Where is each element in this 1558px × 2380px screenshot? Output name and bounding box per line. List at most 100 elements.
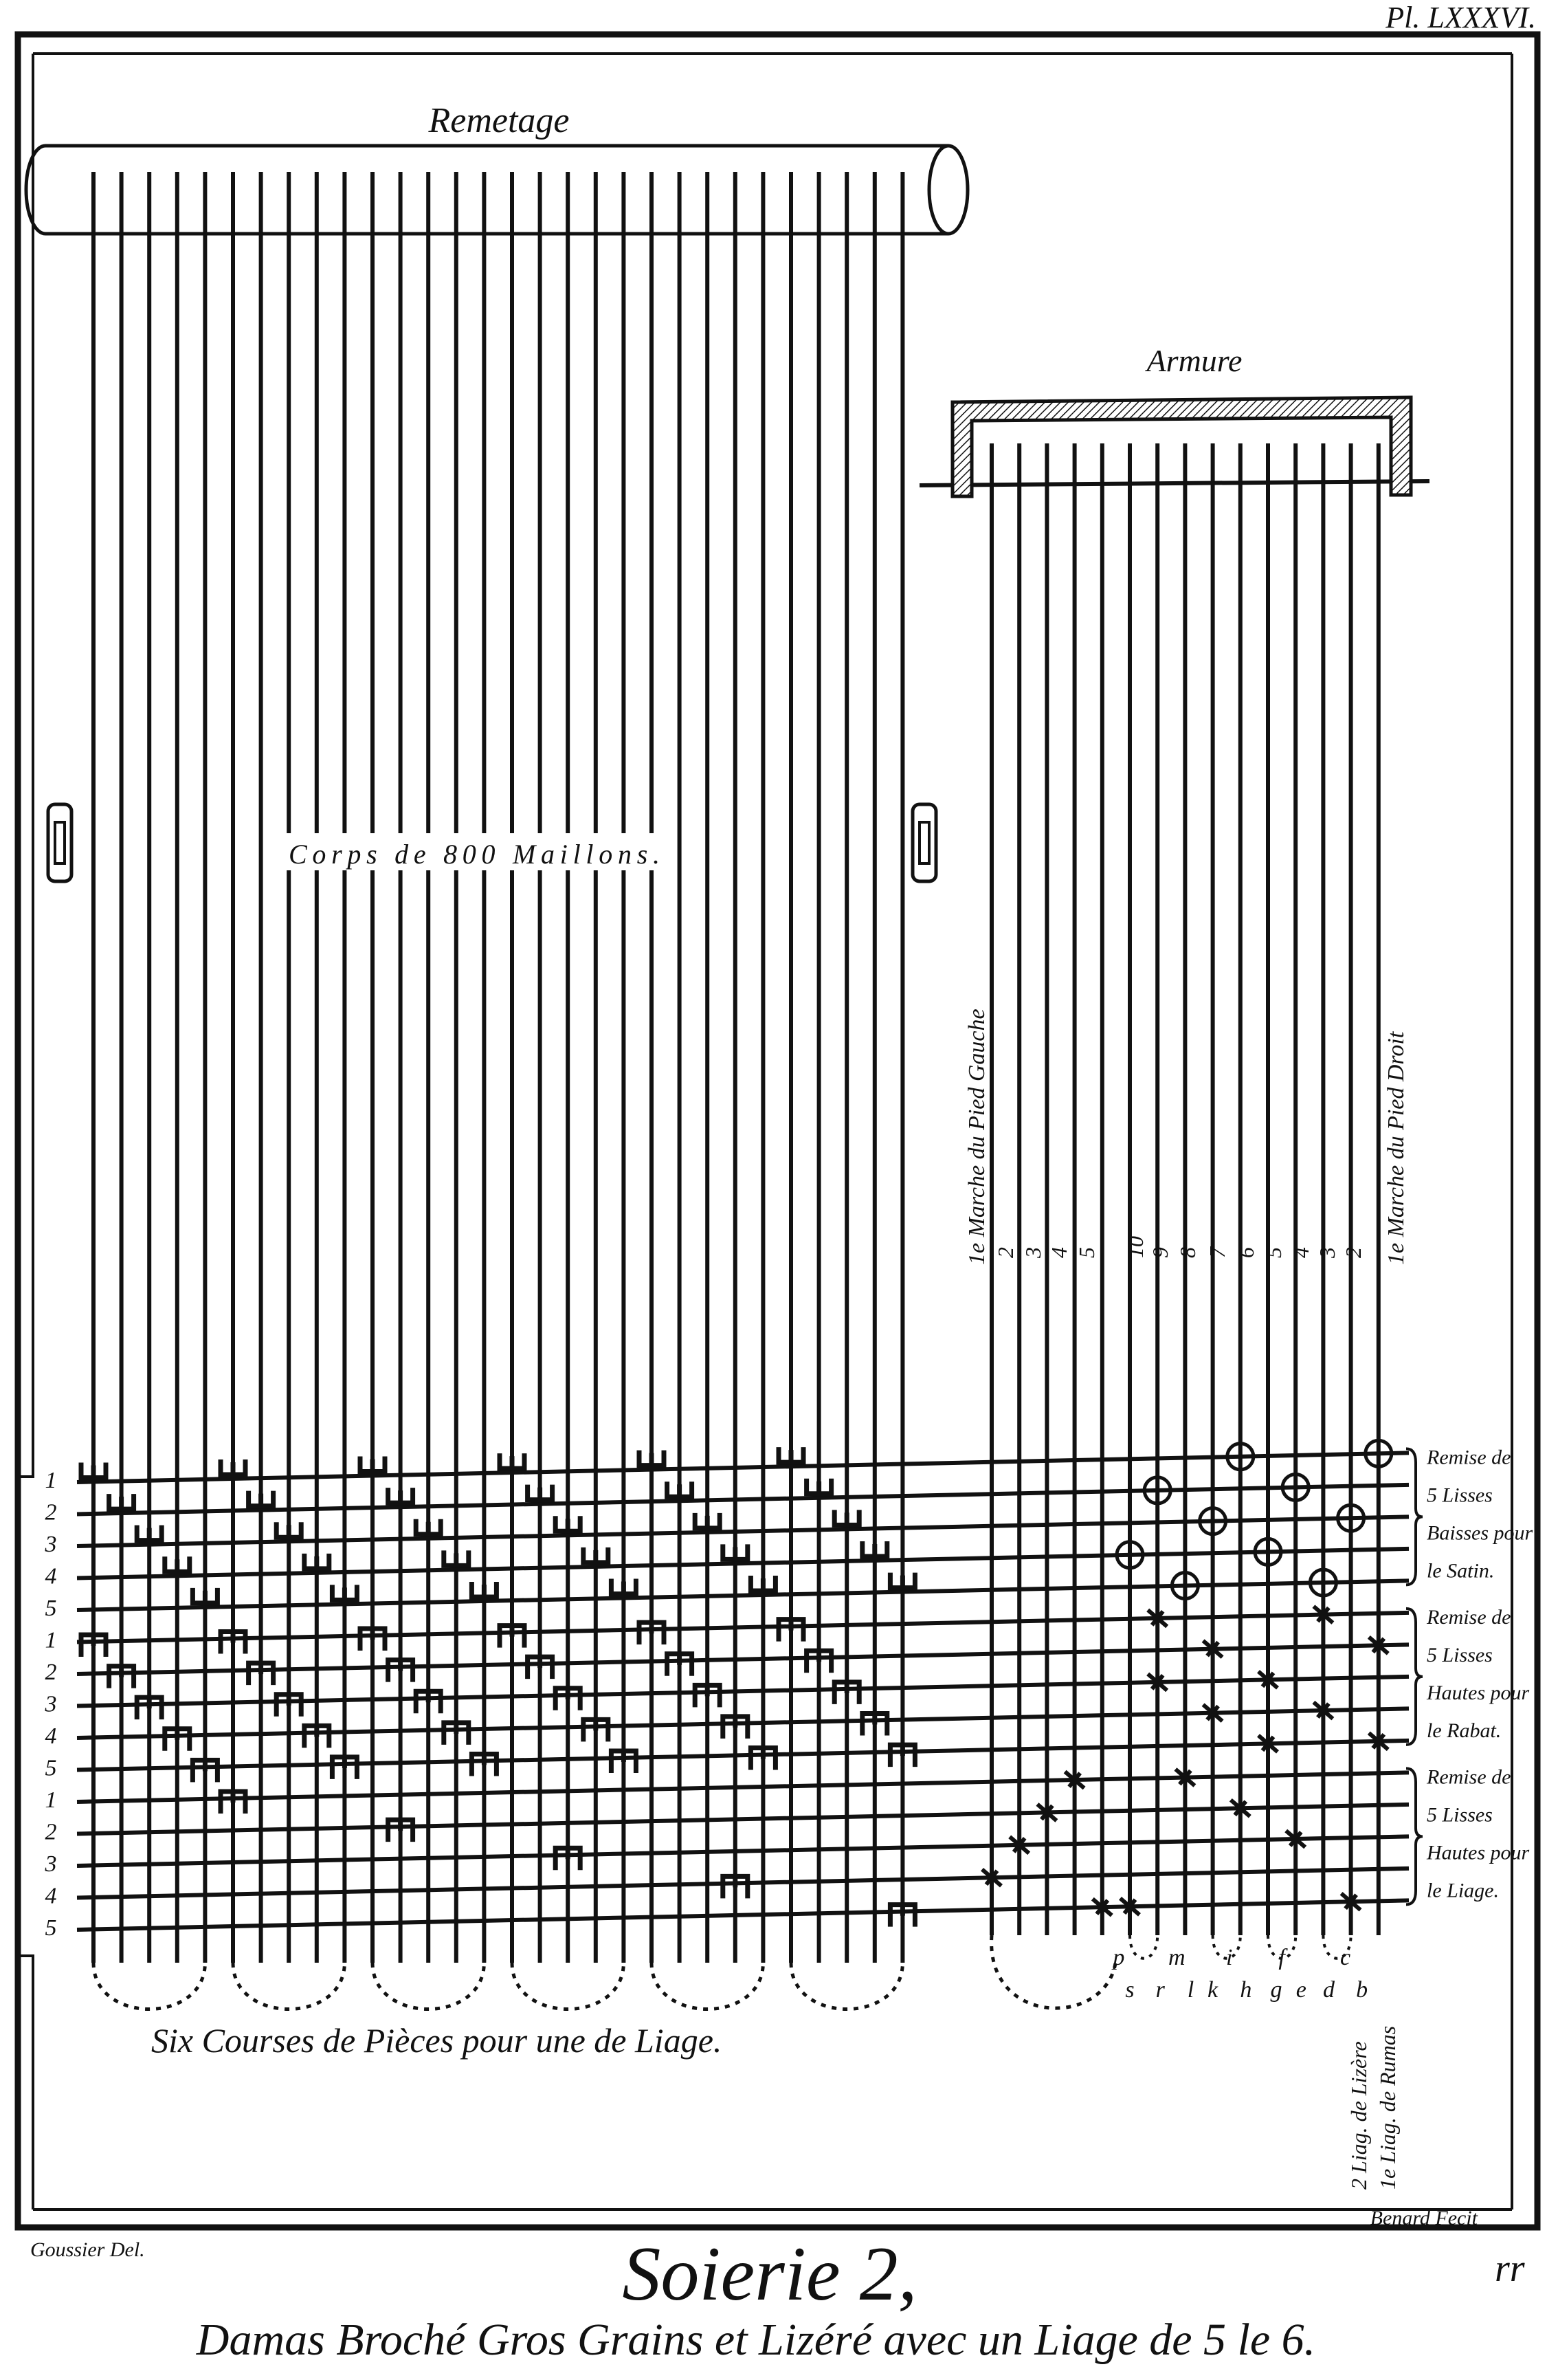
thread-letter: k bbox=[1208, 1977, 1218, 2003]
remise-label-line: Remise de bbox=[1426, 1446, 1511, 1468]
row-label: 5 bbox=[45, 1915, 57, 1941]
hook-down-mark bbox=[804, 1648, 834, 1673]
hook-up-mark bbox=[553, 1516, 583, 1534]
cross-mark bbox=[981, 1867, 1003, 1888]
weft-row bbox=[76, 1482, 1410, 1517]
hook-down-mark bbox=[692, 1682, 722, 1708]
hook-up-mark bbox=[329, 1585, 359, 1602]
satin-circle-mark bbox=[1170, 1571, 1200, 1601]
remise-label-line: Baisses pour bbox=[1427, 1521, 1533, 1544]
hook-up-mark bbox=[246, 1490, 276, 1509]
thread-letter: b bbox=[1356, 1977, 1368, 2003]
clamp-icon-left bbox=[46, 802, 74, 883]
hook-down-mark bbox=[832, 1679, 862, 1704]
clamp-icon-right bbox=[911, 802, 938, 883]
weft-row bbox=[76, 1642, 1410, 1676]
weft-row bbox=[76, 1802, 1410, 1836]
cross-mark bbox=[1174, 1767, 1197, 1787]
treadle-number: 3 bbox=[1021, 1247, 1045, 1259]
cross-mark bbox=[1312, 1605, 1335, 1624]
lizere-arc bbox=[1322, 1935, 1353, 1960]
hook-down-mark bbox=[441, 1720, 471, 1745]
satin-circle-mark bbox=[1280, 1472, 1311, 1502]
cross-mark bbox=[1257, 1734, 1279, 1754]
row-label: 1 bbox=[45, 1468, 57, 1493]
cross-mark bbox=[1063, 1770, 1086, 1790]
hook-down-mark bbox=[553, 1845, 583, 1871]
weft-row bbox=[76, 1770, 1410, 1804]
row-label: 3 bbox=[45, 1851, 57, 1877]
hook-down-mark bbox=[246, 1660, 276, 1686]
thread-letter: c bbox=[1340, 1945, 1350, 1970]
pattern-marks bbox=[78, 1438, 1394, 1927]
hook-up-mark bbox=[302, 1553, 332, 1572]
page-mark: rr bbox=[1495, 2247, 1525, 2290]
satin-circle-mark bbox=[1142, 1475, 1172, 1506]
remise-label-line: le Rabat. bbox=[1427, 1719, 1501, 1742]
hook-down-mark bbox=[581, 1717, 611, 1742]
hook-up-mark bbox=[413, 1519, 443, 1537]
weft-row bbox=[76, 1514, 1410, 1548]
hook-up-mark bbox=[162, 1556, 192, 1574]
hook-up-mark bbox=[832, 1510, 862, 1528]
hook-down-mark bbox=[720, 1714, 750, 1739]
course-arc bbox=[649, 1962, 765, 2011]
remise-label-line: Remise de bbox=[1426, 1606, 1511, 1629]
hook-down-mark bbox=[860, 1710, 890, 1736]
hook-up-mark bbox=[581, 1547, 611, 1565]
hook-up-mark bbox=[497, 1453, 527, 1471]
lizere-arc bbox=[1267, 1935, 1298, 1960]
hook-down-mark bbox=[218, 1629, 248, 1654]
brace bbox=[1405, 1767, 1423, 1906]
thread-letter: i bbox=[1226, 1945, 1232, 1970]
hook-down-mark bbox=[525, 1654, 555, 1679]
hook-down-mark bbox=[720, 1873, 750, 1899]
cross-mark bbox=[1146, 1672, 1169, 1693]
cross-mark bbox=[1036, 1803, 1058, 1822]
weft-row bbox=[76, 1898, 1410, 1932]
hook-down-mark bbox=[887, 1742, 917, 1767]
armure-title: Armure bbox=[1145, 343, 1243, 378]
row-label: 2 bbox=[45, 1660, 57, 1685]
thread-letter: p bbox=[1111, 1945, 1124, 1970]
weft-row bbox=[76, 1578, 1410, 1612]
armure-frame bbox=[919, 395, 1430, 498]
treadle-number: 2 bbox=[1341, 1247, 1366, 1258]
treadle-number: 3 bbox=[1315, 1247, 1339, 1259]
hook-down-mark bbox=[887, 1902, 917, 1927]
remise-label-line: 5 Lisses bbox=[1427, 1644, 1493, 1666]
hook-up-mark bbox=[386, 1488, 416, 1506]
hook-up-mark bbox=[804, 1478, 834, 1497]
thread-letter: s bbox=[1125, 1977, 1134, 2003]
thread-letter: r bbox=[1156, 1977, 1166, 2003]
hook-up-mark bbox=[636, 1450, 667, 1468]
lizere-arc bbox=[1211, 1935, 1242, 1960]
course-arc bbox=[510, 1962, 625, 2011]
treadle-number: 9 bbox=[1148, 1247, 1172, 1258]
cross-mark bbox=[1091, 1897, 1113, 1917]
hook-up-mark bbox=[107, 1494, 137, 1512]
hook-up-mark bbox=[692, 1512, 722, 1531]
hook-down-mark bbox=[497, 1623, 527, 1648]
hook-down-mark bbox=[357, 1626, 388, 1651]
hook-up-mark bbox=[860, 1541, 890, 1559]
liage-label-1: 1e Liag. de Rumas bbox=[1375, 2026, 1400, 2190]
liage-label-2: 2 Liag. de Lizère bbox=[1346, 2041, 1371, 2190]
cross-mark bbox=[1339, 1891, 1362, 1912]
cross-mark bbox=[1312, 1700, 1335, 1721]
remise-label-line: 5 Lisses bbox=[1427, 1803, 1493, 1826]
engraver-signature: Benard Fecit bbox=[1370, 2207, 1478, 2229]
hook-down-mark bbox=[776, 1617, 806, 1642]
weft-row bbox=[76, 1546, 1410, 1580]
treadle-number: 5 bbox=[1074, 1247, 1099, 1258]
hook-up-mark bbox=[134, 1525, 164, 1543]
course-arc bbox=[370, 1962, 486, 2011]
hook-up-mark bbox=[525, 1484, 555, 1503]
remetage-title: Remetage bbox=[427, 101, 569, 140]
satin-circle-mark bbox=[1225, 1442, 1256, 1472]
cross-mark bbox=[1008, 1835, 1031, 1855]
brace bbox=[1405, 1447, 1423, 1587]
